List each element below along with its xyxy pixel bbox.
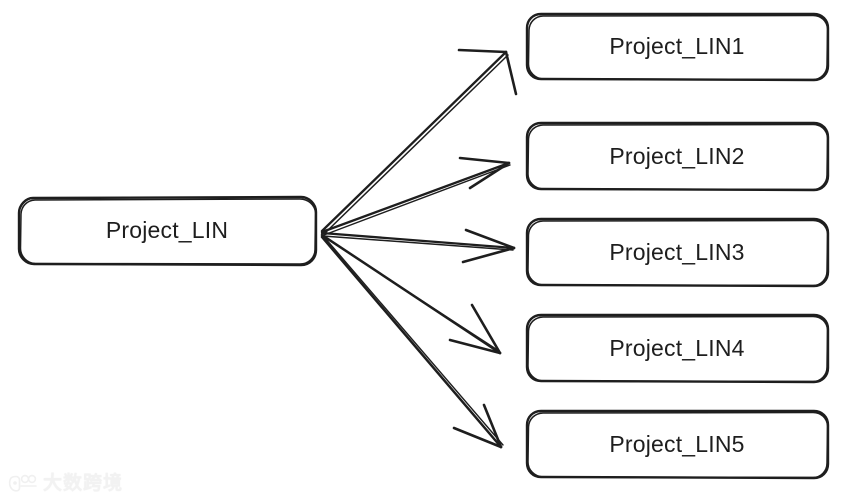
node-t4-shape[interactable] bbox=[525, 313, 830, 384]
node-t3-shape[interactable] bbox=[525, 217, 830, 288]
node-t5-shape[interactable] bbox=[525, 409, 830, 480]
node-t2-shape[interactable] bbox=[525, 121, 830, 192]
node-t1-shape[interactable] bbox=[525, 12, 830, 82]
edge-source-to-t2[interactable] bbox=[320, 156, 511, 236]
edge-source-to-t5[interactable] bbox=[320, 235, 504, 449]
edge-source-to-t1[interactable] bbox=[320, 48, 518, 235]
node-source-shape[interactable] bbox=[17, 195, 318, 267]
edge-source-to-t4[interactable] bbox=[320, 233, 502, 355]
edge-source-to-t3[interactable] bbox=[320, 228, 516, 264]
